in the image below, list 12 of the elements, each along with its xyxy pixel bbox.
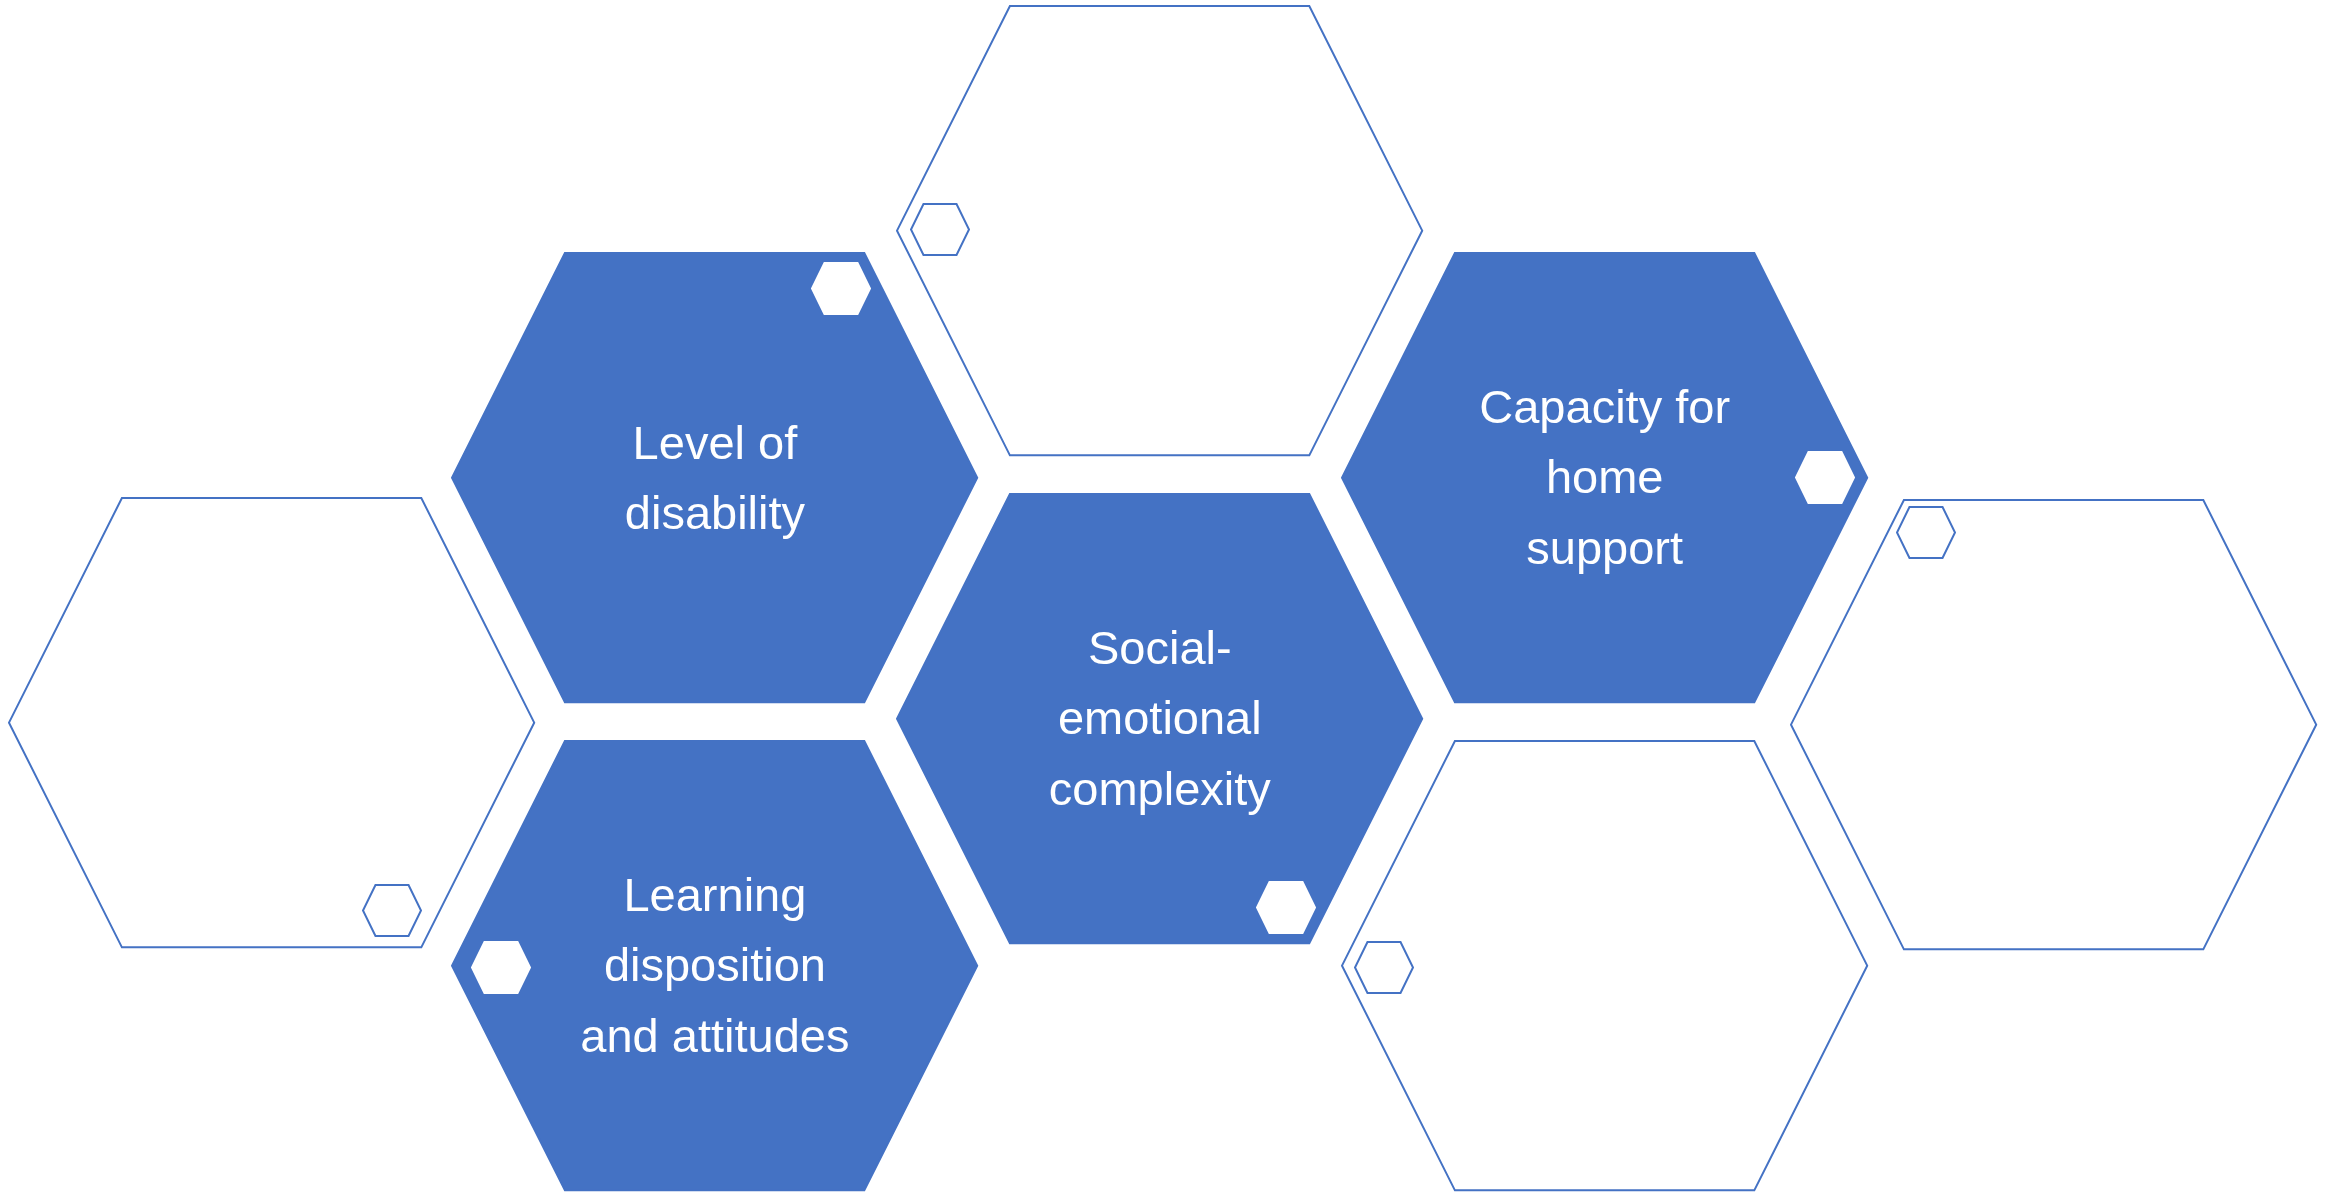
hexagon-label: Social-emotional complexity xyxy=(1047,619,1272,817)
hexagon-label: Learning disposition and attitudes xyxy=(579,866,851,1064)
empty-hexagon xyxy=(8,498,535,948)
hexagon xyxy=(897,493,1423,944)
hexagon-label: Capacity for home support xyxy=(1478,378,1732,576)
hexagon xyxy=(452,740,978,1191)
hexagon xyxy=(452,252,978,703)
hexagon xyxy=(1342,252,1868,703)
empty-hexagon xyxy=(897,5,1423,456)
empty-hexagon xyxy=(1791,499,2317,950)
hexagon-label: Level of disability xyxy=(623,414,807,541)
empty-hexagon xyxy=(1342,740,1868,1191)
